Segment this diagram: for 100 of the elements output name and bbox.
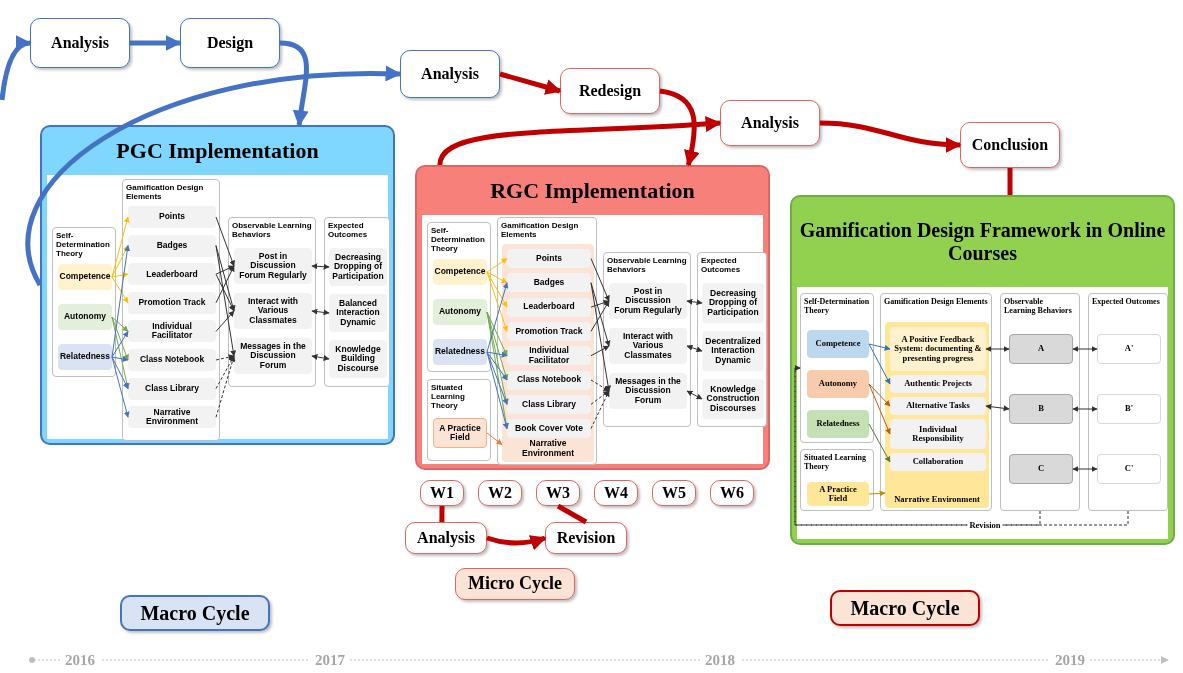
- arrow: [486, 311, 510, 430]
- arrow: [111, 316, 130, 390]
- concept-box: Post in Discussion Forum Regularly: [234, 248, 312, 284]
- column-heading: Self-Determination Theory: [55, 231, 111, 259]
- arrow: [486, 351, 509, 430]
- concept-box: Decreasing Dropping of Participation: [702, 283, 764, 323]
- phase-box: Redesign: [560, 68, 660, 114]
- concept-box: Competence: [58, 264, 112, 290]
- concept-box: Messages in the Discussion Forum: [234, 338, 312, 374]
- concept-box: Individual Responsibility: [890, 419, 986, 449]
- concept-box: A Practice Field: [807, 482, 869, 506]
- week-box: W2: [478, 480, 522, 506]
- concept-box: Book Cover Vote: [507, 419, 591, 439]
- concept-box: Individual Facilitator: [507, 346, 591, 366]
- edge-label: Revision: [967, 520, 1003, 530]
- connector-line: [556, 503, 588, 525]
- column-heading: Gamification Design Elements: [500, 221, 580, 240]
- group-panel: [885, 322, 989, 508]
- arrow: [686, 344, 703, 353]
- column-heading: Expected Outcomes: [1091, 297, 1161, 307]
- arrow: [486, 258, 508, 273]
- arrow: [311, 354, 330, 361]
- panel-title: Gamification Design Framework in Online Courses: [798, 218, 1167, 266]
- column-heading: Situated Learning Theory: [430, 383, 466, 411]
- column-panel: [52, 227, 116, 377]
- arrow: [486, 311, 508, 357]
- phase-box: Analysis: [30, 18, 130, 68]
- arrow: [130, 35, 182, 51]
- concept-box: Narrative Environment: [128, 406, 216, 429]
- column-panel: [122, 179, 220, 441]
- arrow: [868, 343, 891, 351]
- concept-box: Autonomy: [433, 299, 487, 325]
- arrow: [794, 365, 1129, 526]
- arrow: [215, 245, 237, 357]
- concept-box: Class Library: [128, 377, 216, 400]
- arrow: [215, 265, 235, 275]
- cycle-label-box: Macro Cycle: [830, 590, 980, 626]
- concept-box: Competence: [433, 259, 487, 285]
- implementation-panel: [790, 195, 1175, 545]
- column-heading: Observable Learning Behaviors: [1003, 297, 1073, 316]
- concept-box: Promotion Track: [128, 291, 216, 314]
- arrow: [486, 351, 508, 358]
- week-box: W5: [652, 480, 696, 506]
- arrow: [819, 120, 962, 153]
- concept-box: Class Library: [507, 394, 591, 414]
- arrow: [590, 379, 610, 392]
- concept-box: Competence: [807, 330, 869, 358]
- arrow: [311, 263, 330, 270]
- column-heading: Observable Learning Behaviors: [231, 221, 313, 240]
- column-heading: Expected Outcomes: [327, 221, 369, 240]
- arrow: [26, 66, 402, 286]
- concept-box: Knowledge Building Discourse: [329, 340, 387, 378]
- concept-box: Alternative Tasks: [890, 397, 986, 415]
- concept-box: C': [1097, 454, 1161, 484]
- arrow: [590, 258, 610, 302]
- arrow: [215, 310, 235, 332]
- concept-box: Class Notebook: [128, 349, 216, 371]
- column-panel: [427, 379, 491, 461]
- concept-box: Autonomy: [58, 304, 112, 330]
- arrow: [111, 356, 129, 390]
- column-heading: Self-Determination Theory: [430, 226, 486, 254]
- concept-box: Interact with Various Classmates: [609, 328, 687, 364]
- arrow: [486, 534, 547, 550]
- concept-box: Post in Discussion Forum Regularly: [609, 283, 687, 319]
- week-box: W3: [536, 480, 580, 506]
- panel-title: RGC Implementation: [489, 177, 696, 206]
- phase-box: Analysis: [400, 50, 500, 98]
- column-heading: Self-Determination Theory: [803, 297, 871, 316]
- arrow: [1072, 406, 1098, 412]
- arrow: [486, 432, 503, 446]
- arrow: [486, 351, 508, 381]
- arrow: [590, 282, 612, 392]
- implementation-panel: [40, 125, 395, 445]
- implementation-panel: [415, 165, 770, 470]
- concept-box: Badges: [128, 234, 216, 257]
- column-panel: [800, 449, 874, 511]
- arrow: [111, 330, 129, 358]
- arrow: [0, 36, 32, 101]
- concept-box: B': [1097, 394, 1161, 424]
- concept-box: A': [1097, 334, 1161, 364]
- column-panel: [228, 217, 316, 387]
- arrow: [686, 390, 703, 400]
- week-box: W6: [710, 480, 754, 506]
- arrow: [215, 273, 235, 312]
- arrow: [215, 355, 235, 390]
- arrow: [590, 345, 610, 357]
- arrow: [868, 383, 891, 407]
- concept-box: Leaderboard: [507, 297, 591, 317]
- arrow: [590, 390, 610, 405]
- column-panel: [697, 252, 767, 427]
- arrow: [111, 316, 129, 332]
- concept-box: C: [1009, 454, 1073, 484]
- column-panel: [1088, 293, 1168, 511]
- week-box: W1: [420, 480, 464, 506]
- column-heading: Expected Outcomes: [700, 256, 742, 275]
- concept-box: Relatedness: [807, 410, 869, 438]
- group-panel: [502, 244, 594, 462]
- concept-box: Leaderboard: [128, 263, 216, 286]
- arrow: [590, 299, 610, 308]
- arrow: [868, 423, 891, 463]
